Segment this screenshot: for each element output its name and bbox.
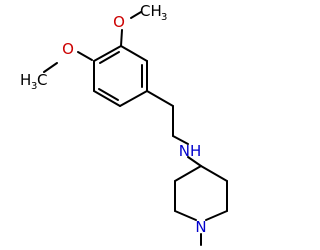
label-amine-nh: NH	[179, 142, 202, 160]
bond-pip-1	[200, 165, 228, 182]
bond-ch3-o-top	[130, 11, 142, 19]
bond-ring-ch2	[146, 90, 174, 107]
bond-ring-3	[119, 90, 148, 107]
bond-ring-1	[120, 45, 148, 62]
bond-ring-double-3	[99, 51, 120, 64]
bond-ring-4	[93, 90, 121, 107]
label-o-left: O	[62, 40, 74, 58]
bond-nh-c4	[187, 156, 202, 167]
structural-formula: O CH 3 O H 3 C NH N	[20, 2, 228, 246]
label-methyl-left-sub: 3	[31, 81, 37, 92]
label-ring-n: N	[195, 218, 206, 236]
label-o-top: O	[113, 13, 125, 31]
bond-ch2-nh	[172, 135, 189, 145]
bond-pip-6	[174, 165, 202, 182]
label-methyl-top: CH	[140, 2, 162, 20]
bond-pip-3	[205, 210, 228, 221]
bond-o-ring-top	[120, 29, 123, 47]
label-methyl-left-prefix: H	[20, 71, 31, 89]
bond-ring-double-2	[98, 88, 119, 101]
label-methyl-left-c: C	[37, 71, 47, 89]
bond-pip-4	[174, 210, 197, 221]
bond-h3c-o-left	[43, 62, 58, 73]
bond-ring-6	[93, 45, 122, 62]
label-methyl-top-sub: 3	[161, 12, 167, 23]
bond-o-ring-left	[77, 51, 93, 61]
